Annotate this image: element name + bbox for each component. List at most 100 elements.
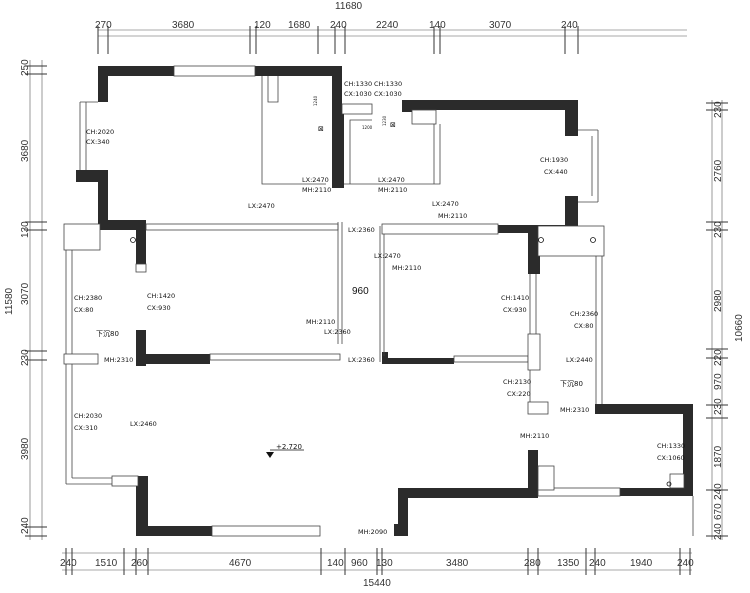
label-cx440: CX:440 [544,168,568,176]
bottom-dim-9: 280 [524,558,541,569]
bottom-dim-1: 240 [60,558,77,569]
label-cx1030-a2: CX:1030 [344,90,372,98]
bottom-dim-6: 960 [351,558,368,569]
right-dim-6: 970 [713,373,724,390]
right-dim-10: 670 [713,503,724,520]
bottom-dim-10: 1350 [557,558,580,569]
top-dimensions: 11680 270 3680 120 1680 240 2240 140 307… [95,1,687,54]
label-ch2360: CH:2360 [570,310,598,318]
label-ch1420: CH:1420 [147,292,175,300]
label-lx2470-a: LX:2470 [302,176,329,184]
label-ch1330-b1: CH:1330 [374,80,402,88]
right-dim-4: 2980 [713,289,724,312]
top-dim-9: 240 [561,20,578,31]
label-lx2460: LX:2460 [130,420,157,428]
label-small-1200: 1200 [362,125,373,130]
label-ch1930: CH:1930 [540,156,568,164]
label-cx1030-b2: CX:1030 [374,90,402,98]
right-dim-3: 230 [713,221,724,238]
drain-x-icon-2: ⊠ [390,122,396,129]
label-cx80-b: CX:80 [574,322,593,330]
left-dim-2: 3680 [20,139,31,162]
bottom-dim-13: 240 [677,558,694,569]
label-mh2310-b: MH:2310 [560,406,589,414]
bottom-dimensions: 15440 240 1510 260 4670 140 960 130 3480… [60,548,694,589]
label-sunken80-b: 下沉80 [560,380,583,388]
top-dim-6: 2240 [376,20,399,31]
label-small-1240: 1240 [313,95,318,106]
bottom-dim-5: 140 [327,558,344,569]
label-mh2090: MH:2090 [358,528,387,536]
label-cx930-b: CX:930 [503,306,527,314]
label-ch1330-a1: CH:1330 [344,80,372,88]
label-lx2470-e: LX:2470 [374,252,401,260]
label-ch1410: CH:1410 [501,294,529,302]
label-mh2310-a: MH:2310 [104,356,133,364]
label-ch2130: CH:2130 [503,378,531,386]
label-cx80-a: CX:80 [74,306,93,314]
label-mh2110-e: MH:2110 [306,318,335,326]
label-lx2470-d: LX:2470 [432,200,459,208]
label-cx930-a: CX:930 [147,304,171,312]
bottom-dim-7: 130 [376,558,393,569]
right-dim-1: 230 [713,101,724,118]
label-ch2380: CH:2380 [74,294,102,302]
right-dim-11: 240 [713,523,724,540]
right-dim-5: 220 [713,349,724,366]
bottom-dim-11: 240 [589,558,606,569]
bottom-dim-4: 4670 [229,558,252,569]
label-small-1230: 1230 [382,115,387,126]
label-mh2110-a: MH:2110 [302,186,331,194]
left-dim-3: 130 [20,221,31,238]
right-dim-9: 240 [713,483,724,500]
label-cx310: CX:310 [74,424,98,432]
left-dim-7: 240 [20,517,31,534]
right-total-dim: 10660 [734,314,745,342]
label-cx220: CX:220 [507,390,531,398]
label-lx2360-b: LX:2360 [324,328,351,336]
bottom-dim-8: 3480 [446,558,469,569]
top-dim-4: 1680 [288,20,311,31]
left-dim-4: 3070 [20,282,31,305]
label-ch2030: CH:2030 [74,412,102,420]
bottom-total-dim: 15440 [363,578,391,589]
label-ch1330-c: CH:1330 [657,442,685,450]
right-dim-8: 1870 [713,445,724,468]
label-cx1060: CX:1060 [657,454,685,462]
top-dim-7: 140 [429,20,446,31]
elevation-value: +2.720 [276,443,302,451]
fixtures: ⊠ ⊠ [130,122,672,487]
windows-and-partitions [63,65,694,537]
left-dimensions: 11580 250 3680 130 3070 230 3980 240 [4,59,47,540]
top-dim-8: 3070 [489,20,512,31]
label-cx340: CX:340 [86,138,110,146]
label-mh2110-f: MH:2110 [520,432,549,440]
top-dim-5: 240 [330,20,347,31]
elevation-marker: +2.720 [266,443,304,458]
label-lx2360-c: LX:2360 [348,356,375,364]
top-dim-1: 270 [95,20,112,31]
elevation-triangle-icon [266,452,274,458]
top-dim-3: 120 [254,20,271,31]
label-mh2110-c: MH:2110 [438,212,467,220]
left-dim-5: 230 [20,349,31,366]
drain-x-icon: ⊠ [318,126,324,133]
left-dim-6: 3980 [20,437,31,460]
label-lx2440: LX:2440 [566,356,593,364]
room-labels: CH:1330 CX:1030 CH:1330 CX:1030 CH:2020 … [74,80,685,536]
right-dim-7: 230 [713,398,724,415]
label-lx2360-a: LX:2360 [348,226,375,234]
label-ch2020: CH:2020 [86,128,114,136]
left-total-dim: 11580 [4,287,15,315]
bottom-dim-12: 1940 [630,558,653,569]
bottom-dim-2: 1510 [95,558,118,569]
label-mh2110-d: MH:2110 [392,264,421,272]
walls [76,66,693,536]
top-total-dim: 11680 [335,1,363,12]
right-dimensions: 10660 230 2760 230 2980 220 970 230 1870… [706,100,745,540]
label-mh2110-b: MH:2110 [378,186,407,194]
label-lx2470-c: LX:2470 [248,202,275,210]
left-dim-1: 250 [20,59,31,76]
bottom-dim-3: 260 [131,558,148,569]
